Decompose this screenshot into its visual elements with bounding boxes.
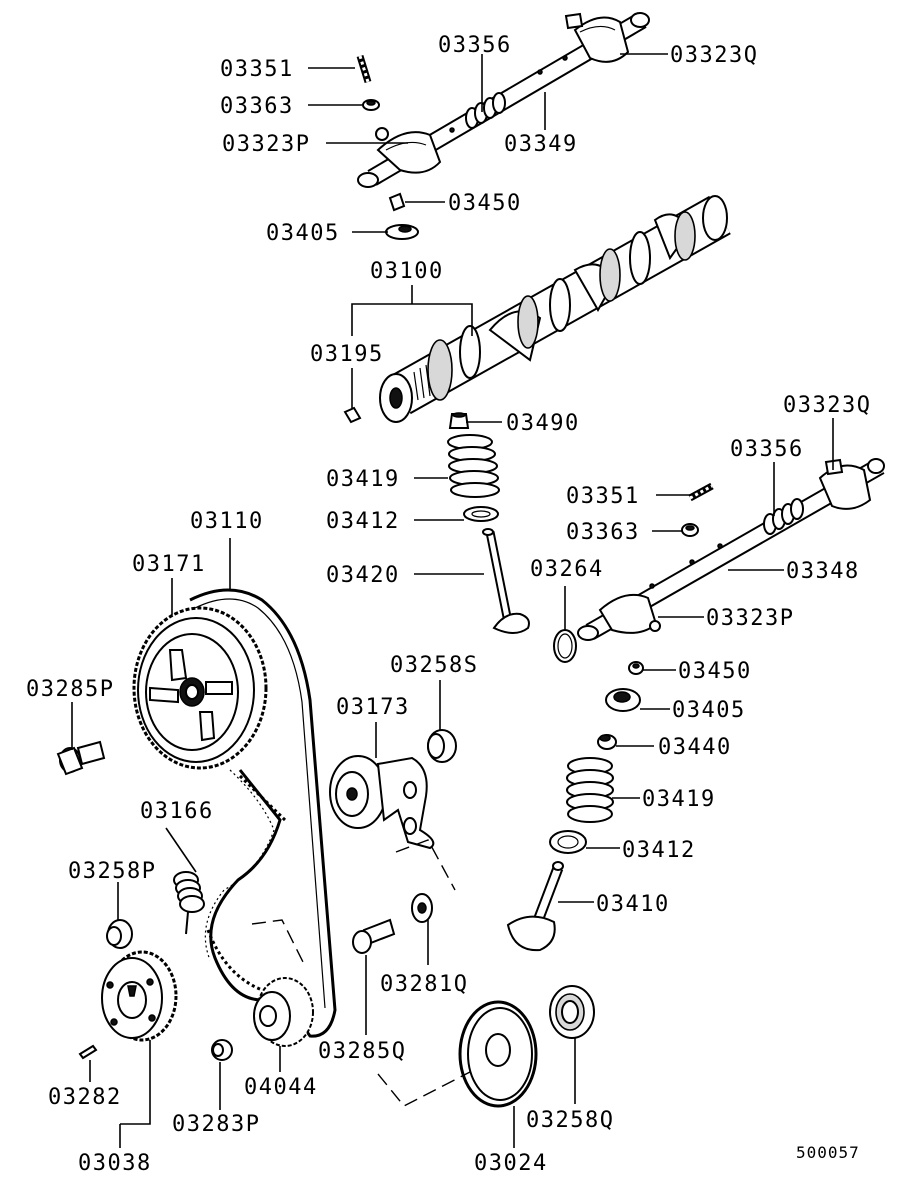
callout-03258Q: 03258Q	[526, 1108, 614, 1133]
collar-03258S	[427, 729, 457, 763]
callout-03323P-right: 03323P	[706, 606, 794, 631]
retainer-03405-right	[605, 688, 641, 712]
callout-03412-right: 03412	[622, 838, 696, 863]
callout-03258S: 03258S	[390, 653, 478, 678]
callout-03024: 03024	[474, 1151, 548, 1176]
valve-03420	[482, 528, 530, 634]
valve-spring-03419-upper	[447, 434, 500, 498]
nut-03363-upper	[362, 99, 380, 111]
callout-03100: 03100	[370, 259, 444, 284]
callout-03363-right: 03363	[566, 520, 640, 545]
camshaft-sprocket-03171	[132, 606, 268, 770]
callout-04044: 04044	[244, 1075, 318, 1100]
callout-03258P: 03258P	[68, 859, 156, 884]
retainer-03405-upper	[385, 224, 419, 240]
callout-03349: 03349	[504, 132, 578, 157]
callout-03351-upper: 03351	[220, 57, 294, 82]
callout-03412-upper: 03412	[326, 509, 400, 534]
cotter-03450-right	[628, 661, 644, 675]
oil-seal-03258Q	[549, 985, 595, 1039]
collar-03258P	[106, 919, 133, 949]
callout-03450-upper: 03450	[448, 191, 522, 216]
callout-03283P: 03283P	[172, 1112, 260, 1137]
callout-03363-upper: 03363	[220, 94, 294, 119]
leader-lines	[71, 53, 834, 1148]
pin-03282	[78, 1044, 98, 1060]
callout-03110: 03110	[190, 509, 264, 534]
callout-03323Q-upper: 03323Q	[670, 43, 758, 68]
rocker-shaft-right	[577, 458, 885, 641]
callout-03281Q: 03281Q	[380, 972, 468, 997]
callout-03405-upper: 03405	[266, 221, 340, 246]
callout-03323Q-right: 03323Q	[783, 393, 871, 418]
document-id: 500057	[796, 1143, 860, 1162]
callout-03410: 03410	[596, 892, 670, 917]
stem-seal-03440	[597, 734, 617, 750]
nut-03363-right	[681, 523, 699, 537]
callout-03166: 03166	[140, 799, 214, 824]
adjust-screw-03351-right	[688, 482, 714, 502]
adjust-screw-03351-upper	[356, 54, 372, 84]
valve-spring-03419-right	[566, 757, 614, 823]
callout-03419-upper: 03419	[326, 467, 400, 492]
callout-03351-right: 03351	[566, 484, 640, 509]
alignment-lines	[251, 839, 471, 1107]
callout-03348: 03348	[786, 559, 860, 584]
callout-03285P: 03285P	[26, 677, 114, 702]
spring-seat-03412-upper	[463, 506, 499, 522]
callout-03440: 03440	[658, 735, 732, 760]
spring-seat-03412-right	[549, 830, 587, 854]
timing-cover-plate-03024	[458, 1000, 538, 1108]
callout-03356-right: 03356	[730, 437, 804, 462]
callout-03323P-upper: 03323P	[222, 132, 310, 157]
rocker-shaft-upper	[356, 12, 650, 188]
callout-03419-right: 03419	[642, 787, 716, 812]
callout-03285Q: 03285Q	[318, 1039, 406, 1064]
cotter-03450-upper	[388, 192, 406, 212]
camshaft-03100	[379, 195, 731, 423]
rocker-arm-right-lower	[598, 594, 661, 634]
shaft-ribs	[465, 92, 506, 129]
callout-03405-right: 03405	[672, 698, 746, 723]
bushing-03283P	[211, 1039, 233, 1061]
callout-03173: 03173	[336, 695, 410, 720]
rocker-arm-right-upper	[818, 458, 872, 510]
pin-03195	[343, 406, 362, 424]
callout-labels: 03351 03356 03323Q 03363 03349 03323P 03…	[26, 33, 871, 1176]
valve-03410	[506, 861, 564, 952]
o-ring-03264	[553, 629, 577, 663]
bolt-03285Q	[352, 918, 396, 954]
callout-03264: 03264	[530, 557, 604, 582]
callout-03450-right: 03450	[678, 659, 752, 684]
callout-03420: 03420	[326, 563, 400, 588]
tensioner-03173	[329, 755, 435, 850]
idler-pulley-04044	[253, 977, 314, 1047]
callout-03356-upper: 03356	[438, 33, 512, 58]
rocker-arm-upper-right	[564, 12, 630, 63]
callout-03490: 03490	[506, 411, 580, 436]
camshaft-ring-teeth	[413, 364, 431, 401]
callout-03282: 03282	[48, 1085, 122, 1110]
stem-seal-03490	[448, 412, 470, 429]
crankshaft-sprocket-03038	[101, 950, 178, 1042]
cam-lobes	[427, 211, 696, 401]
bolt-03285P	[56, 740, 106, 776]
washer-03281Q	[411, 893, 433, 923]
callout-03195: 03195	[310, 342, 384, 367]
spring-03166	[173, 871, 205, 935]
callout-03171: 03171	[132, 552, 206, 577]
callout-03038: 03038	[78, 1151, 152, 1176]
shaft-ribs-right	[763, 498, 804, 535]
